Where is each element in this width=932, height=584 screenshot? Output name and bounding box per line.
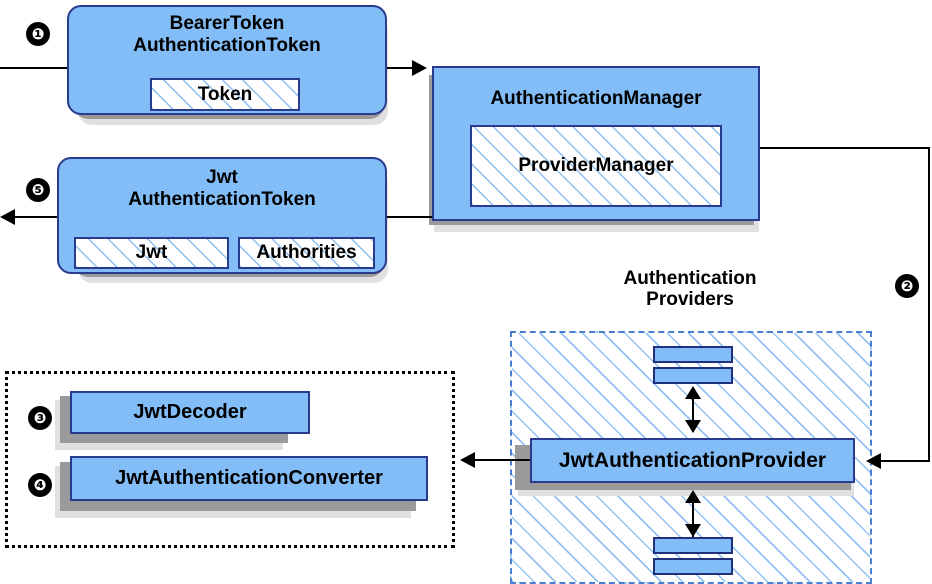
incoming-request-line [0,67,70,69]
jwt-token-title-line2: AuthenticationToken [128,189,316,210]
authentication-providers-caption: Authentication Providers [590,268,790,311]
authenticated-response-line [10,216,70,218]
step-badge-4: ❹ [28,473,52,497]
provider-link-top-arrow-down [685,420,701,433]
jwt-support-group [5,371,455,548]
jwt-authentication-provider-node[interactable]: JwtAuthenticationProvider [530,438,855,483]
jwt-decoder-node[interactable]: JwtDecoder [70,391,310,434]
provider-manager-slot: ProviderManager [470,125,722,207]
provider-bar-top-2 [653,367,733,384]
jwt-authentication-provider-label: JwtAuthenticationProvider [558,448,827,472]
manager-to-provider-line-top [760,147,930,149]
jwt-token-slot-authorities: Authorities [238,237,375,269]
provider-link-bottom-arrow-down [685,524,701,537]
bearer-token-title-line2: AuthenticationToken [133,35,321,56]
provider-link-top-line [692,389,694,432]
jwt-token-slot-jwt: Jwt [74,237,229,269]
provider-bar-bottom-2 [653,558,733,575]
authentication-providers-caption-line1: Authentication [623,268,757,289]
authentication-manager-title: AuthenticationManager [490,88,702,109]
jwt-authentication-converter-label: JwtAuthenticationConverter [115,467,383,489]
bearer-token-title-line1: BearerToken [169,13,285,34]
provider-bar-top-1 [653,346,733,363]
authenticated-response-arrowhead [0,209,15,225]
jwt-decoder-label: JwtDecoder [133,401,247,423]
provider-to-support-arrowhead [460,452,475,468]
manager-to-jwt-token-line [387,216,433,218]
bearer-to-manager-line [387,67,422,69]
step-badge-5: ❺ [26,178,50,202]
manager-to-provider-arrowhead [866,453,881,469]
provider-link-bottom-arrow-up [685,490,701,503]
step-badge-2: ❷ [895,274,919,298]
step-badge-1: ❶ [26,22,50,46]
step-badge-3: ❸ [28,406,52,430]
authentication-providers-caption-line2: Providers [646,289,734,311]
provider-link-top-arrow-up [685,386,701,399]
provider-to-support-line [475,459,530,461]
provider-link-bottom-line [692,493,694,537]
bearer-to-manager-arrowhead [412,60,427,76]
bearer-token-slot: Token [150,78,300,111]
jwt-token-title-line1: Jwt [206,167,238,188]
manager-to-provider-line-bottom [878,460,930,462]
provider-bar-bottom-1 [653,537,733,554]
manager-to-provider-line-vertical [928,147,930,461]
jwt-authentication-converter-node[interactable]: JwtAuthenticationConverter [70,456,428,501]
